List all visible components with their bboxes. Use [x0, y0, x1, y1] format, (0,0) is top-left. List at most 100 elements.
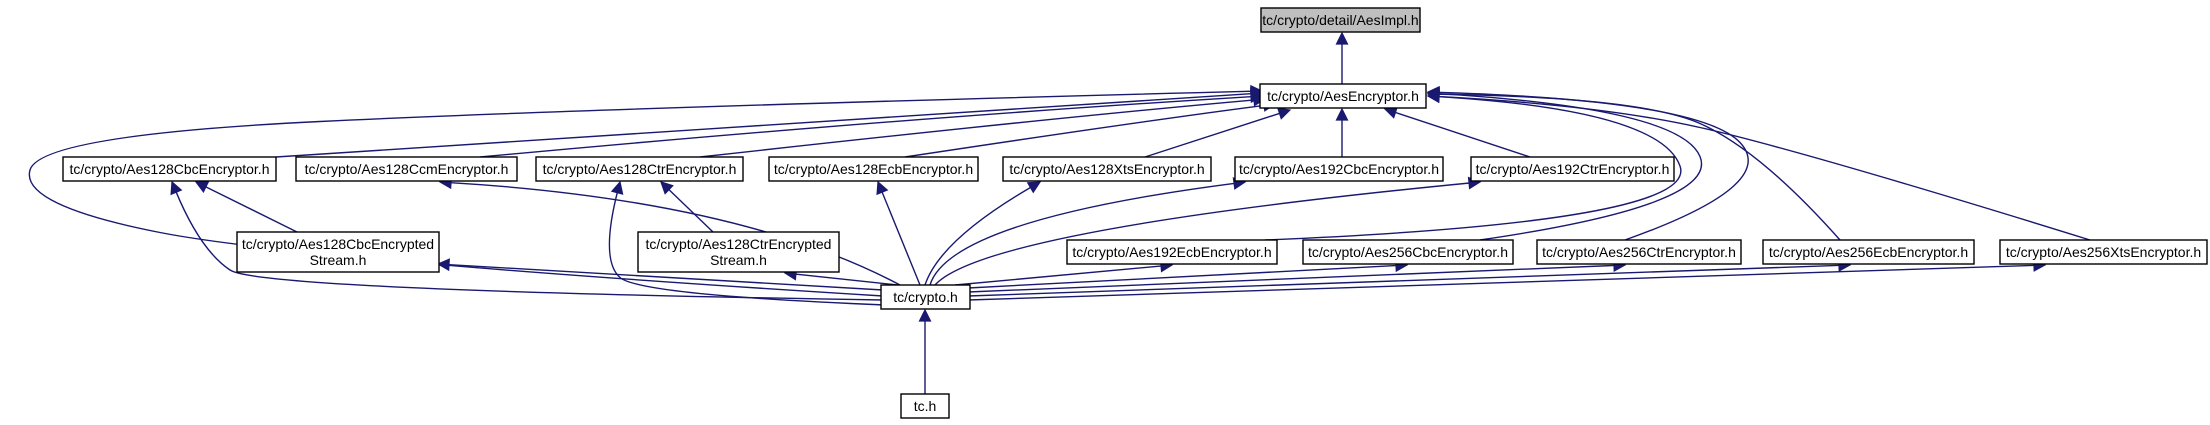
arrowhead	[170, 180, 183, 196]
edge-line	[934, 182, 1472, 286]
node-label: tc/crypto/Aes128CbcEncryptor.h	[70, 161, 270, 177]
node-ctr128[interactable]: tc/crypto/Aes128CtrEncryptor.h	[535, 156, 744, 182]
edge-crypto-to-ecb256	[967, 258, 1852, 297]
node-box	[1762, 239, 1975, 265]
node-box	[535, 156, 744, 182]
node-ecb128[interactable]: tc/crypto/Aes128EcbEncryptor.h	[768, 156, 979, 182]
edge-crypto-to-cbc128	[170, 180, 884, 301]
node-ccm128[interactable]: tc/crypto/Aes128CcmEncryptor.h	[295, 156, 518, 182]
arrowhead	[194, 181, 210, 193]
edges-layer	[28, 31, 2091, 394]
edge-line	[1264, 95, 1682, 241]
node-cbc192[interactable]: tc/crypto/Aes192CbcEncryptor.h	[1234, 156, 1444, 182]
edge-line	[929, 182, 1237, 286]
node-label: tc/crypto/Aes128CtrEncrypted	[646, 236, 832, 252]
node-ctr192[interactable]: tc/crypto/Aes192CtrEncryptor.h	[1470, 156, 1675, 182]
node-label: tc/crypto/Aes256CtrEncryptor.h	[1542, 244, 1736, 260]
node-tc[interactable]: tc.h	[900, 393, 950, 419]
edge-line	[880, 190, 921, 286]
edge-line	[1436, 95, 2091, 241]
node-label: tc/crypto/Aes256XtsEncryptor.h	[2006, 244, 2201, 260]
arrowhead	[1426, 90, 1440, 104]
arrowhead	[610, 180, 624, 195]
node-box	[295, 156, 518, 182]
edge-crypto-to-ctr128	[608, 180, 886, 306]
edge-line	[954, 265, 1164, 286]
edge-line	[608, 190, 886, 306]
node-box	[1259, 83, 1427, 109]
edge-line	[667, 187, 714, 233]
arrowhead	[1335, 107, 1349, 121]
edge-ctr192-to-aesenc	[1383, 106, 1531, 158]
edge-line	[275, 92, 1254, 158]
node-box	[900, 393, 950, 419]
arrowhead	[1026, 181, 1042, 194]
node-label: tc/crypto/Aes192EcbEncryptor.h	[1072, 244, 1271, 260]
edge-cbc128-to-aesenc	[275, 87, 1264, 158]
edge-tc-to-crypto	[918, 308, 932, 394]
node-box	[1234, 156, 1444, 182]
node-label: tc/crypto/detail/AesImpl.h	[1262, 12, 1418, 28]
edge-line	[448, 181, 901, 286]
node-label: tc/crypto/Aes128CtrEncryptor.h	[543, 161, 737, 177]
node-label: tc/crypto/Aes128CcmEncryptor.h	[305, 161, 509, 177]
arrowhead	[918, 308, 932, 322]
node-box	[1260, 7, 1421, 33]
node-label: tc/crypto/Aes128CbcEncrypted	[242, 236, 434, 252]
edge-line	[967, 264, 1617, 293]
arrowhead	[1276, 107, 1292, 120]
node-box	[637, 231, 840, 273]
edge-aesenc-to-aesimpl	[1335, 31, 1349, 84]
edge-crypto-to-cbc192	[929, 177, 1247, 286]
node-box	[62, 156, 277, 182]
edge-line	[967, 264, 1399, 289]
edge-line	[479, 95, 1254, 158]
node-box	[1302, 239, 1514, 265]
node-box	[1002, 156, 1212, 182]
node-box	[768, 156, 979, 182]
edge-line	[967, 264, 1842, 297]
node-box	[236, 231, 440, 273]
node-box	[1999, 239, 2208, 265]
node-label: tc/crypto/Aes192CbcEncryptor.h	[1239, 161, 1439, 177]
node-box	[880, 284, 971, 310]
edge-xts256-to-aesenc	[1426, 90, 2091, 241]
node-ctr256[interactable]: tc/crypto/Aes256CtrEncryptor.h	[1536, 239, 1742, 265]
node-xts128[interactable]: tc/crypto/Aes128XtsEncryptor.h	[1002, 156, 1212, 182]
node-ecb192[interactable]: tc/crypto/Aes192EcbEncryptor.h	[1066, 239, 1278, 265]
node-ecb256[interactable]: tc/crypto/Aes256EcbEncryptor.h	[1762, 239, 1975, 265]
edge-line	[1436, 93, 1841, 241]
node-label: tc/crypto/Aes256EcbEncryptor.h	[1769, 244, 1968, 260]
node-xts256[interactable]: tc/crypto/Aes256XtsEncryptor.h	[1999, 239, 2208, 265]
node-label: tc/crypto/AesEncryptor.h	[1267, 88, 1419, 104]
edge-line	[174, 190, 884, 301]
arrowhead	[1250, 84, 1264, 98]
node-label: tc/crypto/Aes128XtsEncryptor.h	[1009, 161, 1204, 177]
node-cbc128[interactable]: tc/crypto/Aes128CbcEncryptor.h	[62, 156, 277, 182]
edge-line	[203, 185, 298, 233]
edge-cbc192-to-aesenc	[1335, 107, 1349, 157]
arrowhead	[1383, 106, 1399, 119]
node-aesimpl: tc/crypto/detail/AesImpl.h	[1260, 7, 1421, 33]
node-label: Stream.h	[310, 252, 367, 268]
node-box	[1470, 156, 1675, 182]
edge-line	[446, 263, 884, 291]
edge-line	[924, 185, 1033, 286]
edge-crypto-to-ecb128	[876, 180, 921, 286]
node-cbc256[interactable]: tc/crypto/Aes256CbcEncryptor.h	[1302, 239, 1514, 265]
edge-ctrstream128-to-ctr128	[660, 181, 714, 233]
edge-cbcstream128-to-cbc128	[194, 181, 298, 233]
edge-line	[1144, 112, 1282, 158]
node-label: tc.h	[914, 398, 937, 414]
arrowhead	[436, 258, 450, 272]
node-label: tc/crypto/Aes256CbcEncryptor.h	[1308, 244, 1508, 260]
edge-line	[904, 104, 1267, 158]
edge-line	[699, 99, 1257, 158]
node-crypto[interactable]: tc/crypto.h	[880, 284, 971, 310]
edge-crypto-to-cbcstream128	[436, 258, 884, 291]
node-label: tc/crypto.h	[893, 289, 958, 305]
node-aesenc[interactable]: tc/crypto/AesEncryptor.h	[1259, 83, 1427, 109]
